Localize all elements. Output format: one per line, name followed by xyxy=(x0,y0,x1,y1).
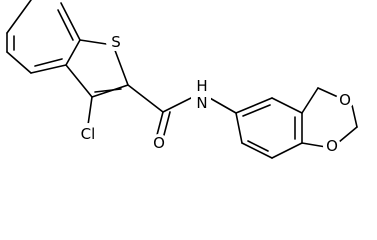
benzene-ring-right xyxy=(235,97,303,159)
c-cl-bond xyxy=(87,96,93,126)
svg-text:O: O xyxy=(326,137,338,155)
svg-text:N: N xyxy=(196,94,207,112)
atom-s: S xyxy=(106,33,124,51)
svg-text:S: S xyxy=(111,33,121,51)
svg-text:O: O xyxy=(153,134,165,152)
chemical-structure: S Cl O H N O O xyxy=(6,0,358,159)
svg-text:O: O xyxy=(339,91,351,109)
svg-text:Cl: Cl xyxy=(81,125,96,143)
svg-text:H: H xyxy=(196,77,207,95)
n-aryl-bond xyxy=(207,96,237,114)
thiophene-ring xyxy=(65,39,129,98)
carboxamide-group xyxy=(127,84,194,136)
atom-o-ring-upper: O xyxy=(336,91,354,109)
atom-o-ring-lower: O xyxy=(323,137,341,155)
dioxane-ring xyxy=(301,87,358,148)
atom-nh: H N xyxy=(191,77,211,112)
atom-o-carbonyl: O xyxy=(150,134,168,152)
atom-cl: Cl xyxy=(77,123,99,145)
benzene-ring-left xyxy=(6,0,81,74)
